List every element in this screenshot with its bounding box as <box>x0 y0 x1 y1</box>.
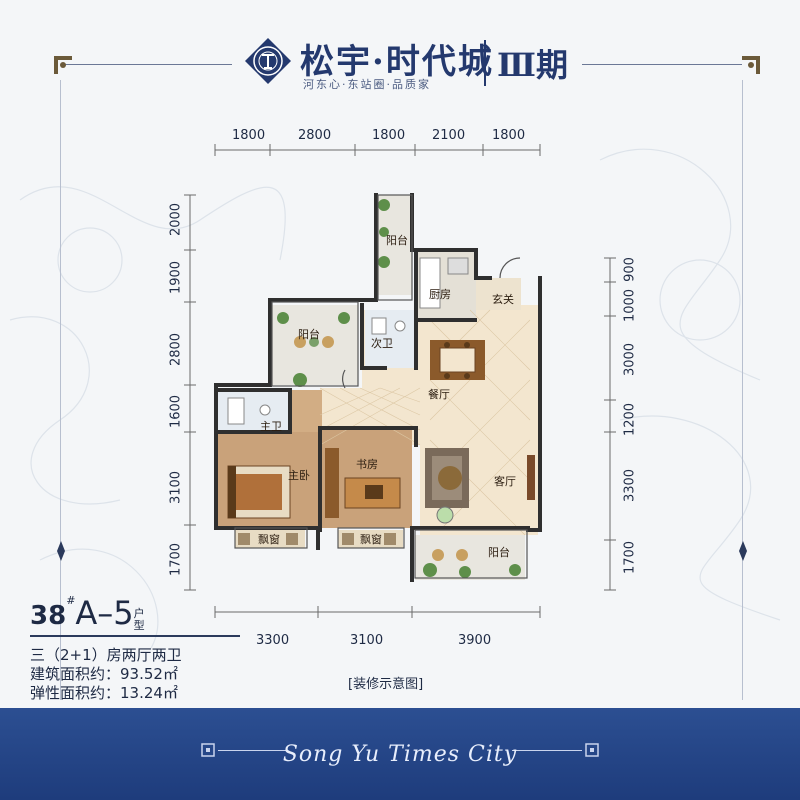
balcony-top-floor <box>378 195 412 295</box>
tv-cabinet <box>527 455 535 500</box>
header-line-left <box>62 64 232 65</box>
unit-flex-area: 弹性面积约：13.24㎡ <box>30 684 178 702</box>
furniture <box>227 257 535 561</box>
footer-slogan: Song Yu Times City <box>282 742 518 767</box>
coffee-table <box>438 466 462 490</box>
footer-ornament-right-icon <box>585 743 599 757</box>
room-label-master-bedroom: 主卧 <box>288 469 310 482</box>
decoration-caption: [装修示意图] <box>348 677 424 692</box>
unit-type-number: 5 <box>113 594 134 632</box>
dimension-lines <box>184 144 616 618</box>
room-label-second-bath: 次卫 <box>371 336 393 350</box>
unit-layout: 三（2+1）房两厅两卫 <box>30 646 182 664</box>
phase-label: Ⅲ期 <box>497 46 568 84</box>
thin-walls <box>234 194 528 579</box>
unit-code: 38#A–5户型 <box>30 594 145 632</box>
unit-built-area: 建筑面积约：93.52㎡ <box>30 665 178 683</box>
unit-type-dash: – <box>97 594 114 632</box>
room-label-master-bath: 主卫 <box>260 420 282 433</box>
side-ornament-left-icon <box>57 541 65 561</box>
plants <box>277 199 521 578</box>
room-label-study: 书房 <box>356 458 378 471</box>
footer-line-left <box>218 750 288 751</box>
building-suffix: # <box>66 594 76 607</box>
room-label-bay-window-1: 飘窗 <box>258 532 280 546</box>
unit-type-word: 户型 <box>133 606 145 632</box>
dim-top-5: 1800 <box>492 128 526 143</box>
unit-type-word-2: 型 <box>133 618 145 632</box>
foyer-floor <box>476 278 521 310</box>
unit-type-letter: A <box>75 594 98 632</box>
room-label-balcony-left: 阳台 <box>298 327 320 341</box>
side-ornament-right-icon <box>739 541 747 561</box>
footer-band <box>0 708 800 800</box>
dim-bottom-2: 3100 <box>350 633 384 648</box>
side-line-left <box>60 80 61 700</box>
room-label-kitchen: 厨房 <box>429 288 451 301</box>
unit-underline <box>30 635 240 637</box>
dim-bottom-1: 3300 <box>256 633 290 648</box>
dim-top-4: 2100 <box>432 128 466 143</box>
header-line-right <box>582 64 742 65</box>
footer-ornament-left-icon <box>201 743 215 757</box>
room-label-living: 客厅 <box>494 474 516 488</box>
header-divider <box>484 40 486 86</box>
room-label-balcony-bottom: 阳台 <box>488 545 510 559</box>
side-line-right <box>742 80 743 700</box>
room-label-foyer: 玄关 <box>492 292 514 306</box>
dim-top-2: 2800 <box>298 128 332 143</box>
room-label-bay-window-2: 飘窗 <box>360 532 382 546</box>
footer-line-right <box>512 750 582 751</box>
room-label-dining: 餐厅 <box>428 387 450 401</box>
building-number: 38 <box>30 601 67 631</box>
brand-tagline: 河东心·东站圈·品质家 <box>303 78 431 91</box>
dim-top-3: 1800 <box>372 128 406 143</box>
brand-logo-icon <box>245 38 291 84</box>
walls <box>214 193 542 582</box>
corner-ornament-left-icon <box>54 56 72 74</box>
unit-type-word-1: 户 <box>133 606 145 620</box>
brand-title: 松宇·时代城 <box>300 42 494 82</box>
corner-ornament-right-icon <box>742 56 760 74</box>
bathtub <box>227 397 245 425</box>
room-label-balcony-top: 阳台 <box>386 233 408 247</box>
dim-top-1: 1800 <box>232 128 266 143</box>
dim-bottom-3: 3900 <box>458 633 492 648</box>
